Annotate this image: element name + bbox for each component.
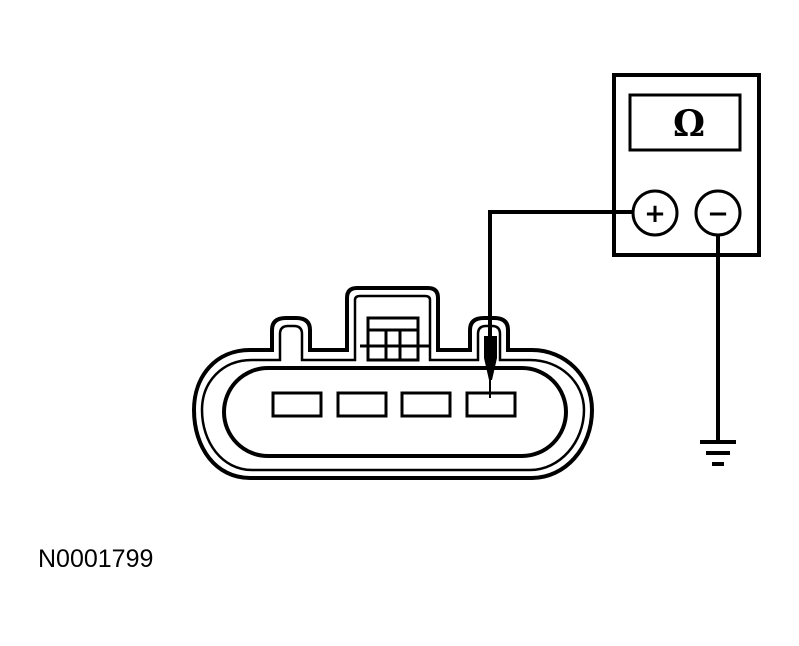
connector-pin-2 xyxy=(336,391,388,418)
ground-symbol-icon xyxy=(700,440,736,466)
connector-latch xyxy=(360,316,430,362)
connector-pin-1 xyxy=(271,391,323,418)
test-probe-icon xyxy=(484,336,497,398)
connector-icon xyxy=(191,286,595,480)
ohm-symbol: Ω xyxy=(673,103,705,145)
ohmmeter-icon: Ω + − xyxy=(612,73,761,257)
connector-cavity xyxy=(222,366,568,458)
figure-id-label: N0001799 xyxy=(38,545,154,573)
ohmmeter-display xyxy=(628,93,742,152)
connector-pin-3 xyxy=(400,391,452,418)
ohmmeter-body xyxy=(612,73,761,257)
connector-outer-shell xyxy=(191,286,595,480)
positive-test-lead xyxy=(488,210,633,340)
positive-terminal-label: + xyxy=(644,199,666,229)
connector-shell-inner-line xyxy=(200,294,586,472)
negative-terminal-label: − xyxy=(707,199,729,229)
